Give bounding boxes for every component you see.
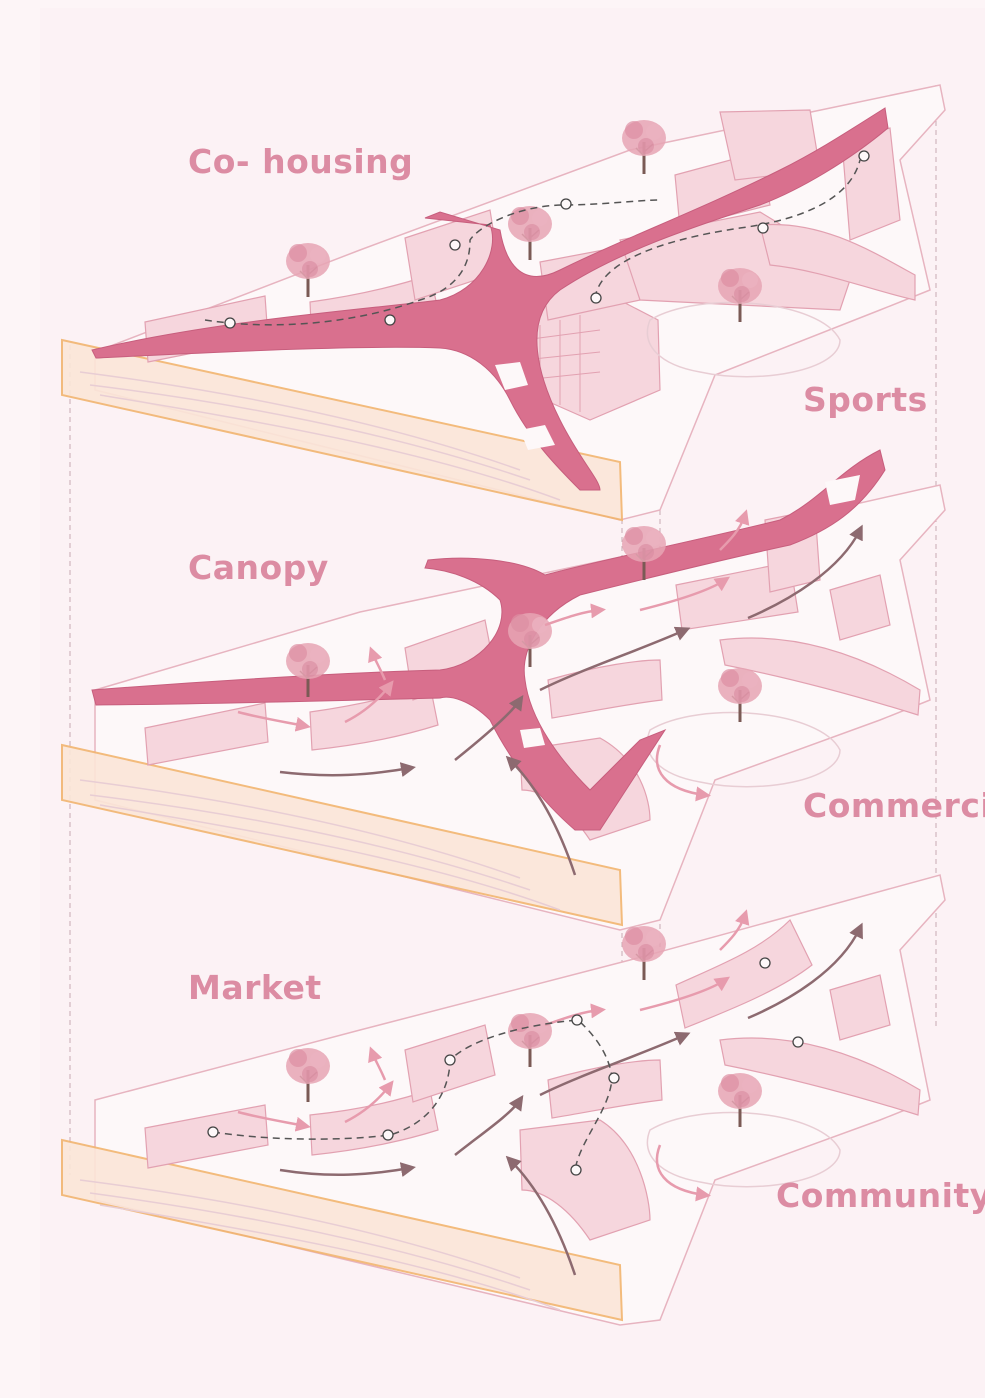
layer-canopy xyxy=(62,450,945,930)
label-commercial: Commercia xyxy=(803,786,985,825)
label-sports: Sports xyxy=(803,380,928,419)
label-cohousing: Co- housing xyxy=(188,142,413,181)
label-community: Community xyxy=(776,1176,985,1215)
label-canopy: Canopy xyxy=(188,548,329,587)
label-market: Market xyxy=(188,968,322,1007)
layer-market xyxy=(62,875,945,1325)
